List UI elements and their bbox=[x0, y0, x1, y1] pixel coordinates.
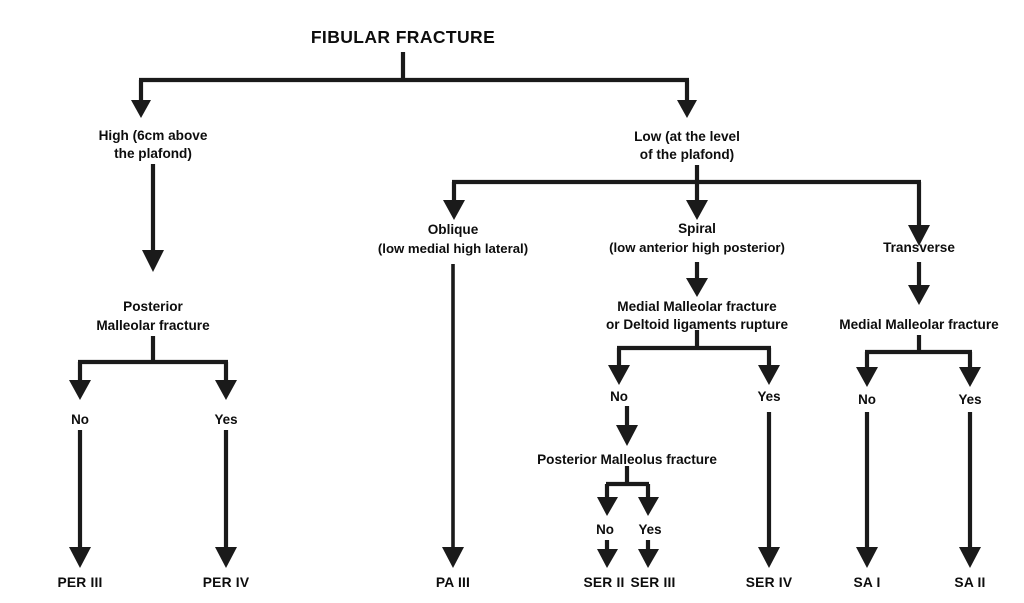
no-to-posterior-malleolus-arrowhead bbox=[616, 425, 638, 446]
transverse-to-medial-arrowhead bbox=[908, 285, 930, 305]
decision-spiral-no: No bbox=[610, 389, 628, 404]
node-spiral-line1: Spiral bbox=[678, 221, 716, 236]
root-right-arrowhead bbox=[677, 100, 697, 118]
node-oblique-line1: Oblique bbox=[428, 222, 479, 237]
low-transverse-arrowhead bbox=[908, 225, 930, 246]
terminal-sa2: SA II bbox=[954, 575, 985, 590]
node-medial-malleolar: Medial Malleolar fracture bbox=[839, 317, 999, 332]
no-to-ser2-arrowhead bbox=[597, 549, 618, 568]
spiral-to-medial-arrowhead bbox=[686, 278, 708, 297]
node-spiral-line2: (low anterior high posterior) bbox=[609, 240, 785, 255]
node-oblique-line2: (low medial high lateral) bbox=[378, 241, 528, 256]
oblique-connector-group bbox=[442, 264, 464, 568]
oblique-to-pa3-arrowhead bbox=[442, 547, 464, 568]
root-connector-group bbox=[131, 52, 697, 118]
yes-to-sa2-arrowhead bbox=[959, 547, 981, 568]
node-low-line2: of the plafond) bbox=[640, 147, 734, 162]
medial-malleolar-no-arrowhead bbox=[856, 367, 878, 387]
low-oblique-arrowhead bbox=[443, 200, 465, 220]
low-branch-connector-group bbox=[443, 165, 930, 246]
decision-sa-yes: Yes bbox=[958, 392, 981, 407]
node-posterior-malleolus: Posterior Malleolus fracture bbox=[537, 452, 717, 467]
yes-to-per4-arrowhead bbox=[215, 547, 237, 568]
terminal-pa3: PA III bbox=[436, 575, 470, 590]
low-spiral-arrowhead bbox=[686, 200, 708, 220]
node-posterior-malleolar-line1: Posterior bbox=[123, 299, 183, 314]
posterior-malleolus-no-arrowhead bbox=[597, 497, 618, 516]
posterior-malleolus-yes-arrowhead bbox=[638, 497, 659, 516]
node-low-line1: Low (at the level bbox=[634, 129, 740, 144]
no-to-per3-arrowhead bbox=[69, 547, 91, 568]
yes-to-ser4-arrowhead bbox=[758, 547, 780, 568]
diagram-title: FIBULAR FRACTURE bbox=[311, 27, 495, 47]
posterior-yes-arrowhead bbox=[215, 380, 237, 400]
node-transverse: Transverse bbox=[883, 240, 955, 255]
posterior-no-arrowhead bbox=[69, 380, 91, 400]
terminal-ser4: SER IV bbox=[746, 575, 793, 590]
node-medial-deltoid-line2: or Deltoid ligaments rupture bbox=[606, 317, 788, 332]
medial-deltoid-no-arrowhead bbox=[608, 365, 630, 385]
node-posterior-malleolar-line2: Malleolar fracture bbox=[96, 318, 210, 333]
terminal-sa1: SA I bbox=[853, 575, 880, 590]
terminal-ser2: SER II bbox=[583, 575, 624, 590]
terminal-per3: PER III bbox=[57, 575, 102, 590]
node-medial-deltoid-line1: Medial Malleolar fracture bbox=[617, 299, 777, 314]
decision-pm-no: No bbox=[596, 522, 614, 537]
high-to-posterior-arrowhead bbox=[142, 250, 164, 272]
medial-deltoid-yes-arrowhead bbox=[758, 365, 780, 385]
yes-to-ser3-arrowhead bbox=[638, 549, 659, 568]
decision-pm-yes: Yes bbox=[638, 522, 661, 537]
no-to-sa1-arrowhead bbox=[856, 547, 878, 568]
decision-spiral-yes: Yes bbox=[757, 389, 780, 404]
transverse-connector-group bbox=[856, 262, 981, 568]
node-high-line2: the plafond) bbox=[114, 146, 192, 161]
decision-per-no: No bbox=[71, 412, 89, 427]
medial-malleolar-yes-arrowhead bbox=[959, 367, 981, 387]
decision-sa-no: No bbox=[858, 392, 876, 407]
spiral-connector-group bbox=[597, 262, 780, 568]
root-left-arrowhead bbox=[131, 100, 151, 118]
node-high-line1: High (6cm above bbox=[99, 128, 208, 143]
high-branch-connector-group bbox=[69, 164, 237, 568]
decision-per-yes: Yes bbox=[214, 412, 237, 427]
terminal-ser3: SER III bbox=[630, 575, 675, 590]
terminal-per4: PER IV bbox=[203, 575, 250, 590]
